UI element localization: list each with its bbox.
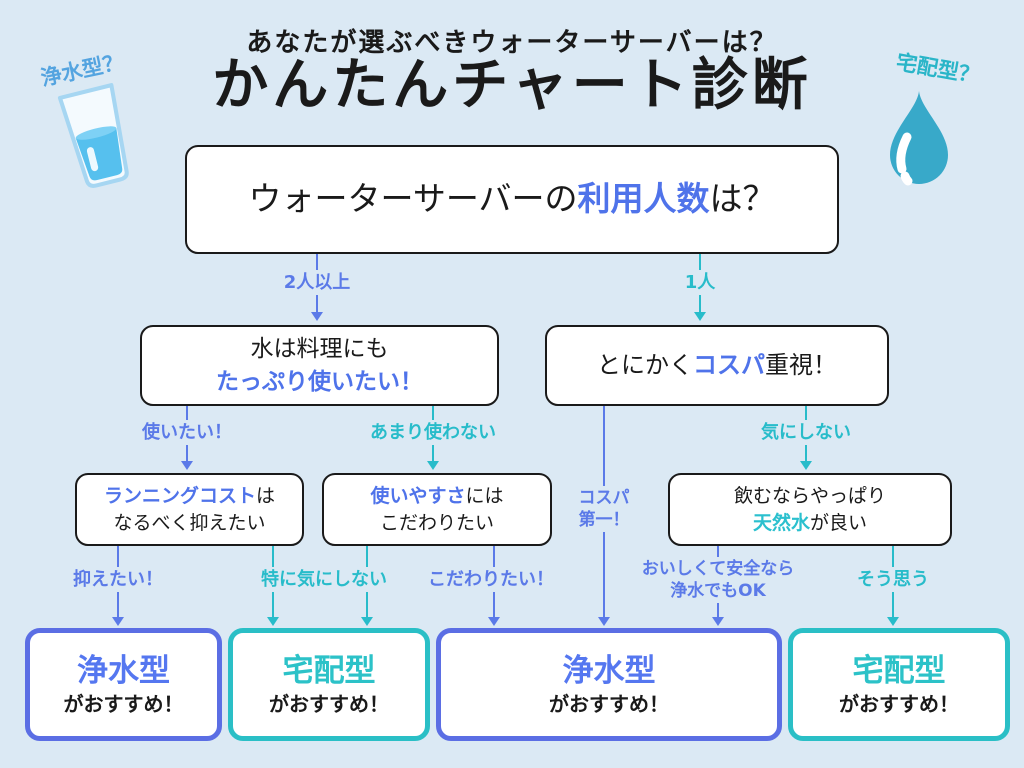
branch-label-dont-care: 気にしない	[755, 420, 857, 446]
branch-label-no-particular: 特に気にしない	[255, 567, 393, 593]
branch-label-safe-ok-line1: おいしくて安全なら	[641, 559, 795, 579]
cooking-line2: たっぷり使いたい！	[216, 368, 423, 395]
branch-label-cospa-first-line2: 第一！	[578, 510, 630, 531]
arrowhead-icon	[598, 617, 610, 626]
result-type: 浄水型	[562, 653, 656, 690]
result-suffix: がおすすめ！	[549, 691, 669, 716]
cospa-text: とにかくコスパ重視！	[597, 349, 837, 383]
question-box-running-cost: ランニングコストは なるべく抑えたい	[75, 473, 304, 546]
question-text-post: は？	[709, 179, 776, 219]
delivery-decor-label: 宅配型？	[894, 49, 982, 89]
natural-water-line1: 飲むならやっぱり	[733, 484, 886, 507]
usability-line1: 使いやすさには	[370, 483, 503, 510]
natural-water-em: 天然水	[752, 511, 810, 534]
running-cost-post: は	[256, 484, 276, 507]
branch-label-keep-low: 抑えたい！	[67, 567, 169, 593]
arrowhead-icon	[427, 461, 439, 470]
result-suffix: がおすすめ！	[839, 691, 959, 716]
question-box-user-count: ウォーターサーバーの利用人数は？	[185, 145, 839, 254]
question-box-cospa: とにかくコスパ重視！	[545, 325, 889, 406]
result-box-purification-1: 浄水型 がおすすめ！	[25, 628, 222, 741]
cospa-post: 重視！	[765, 350, 837, 379]
question-box-cooking: 水は料理にも たっぷり使いたい！	[140, 325, 499, 406]
arrowhead-icon	[112, 617, 124, 626]
cospa-em: コスパ	[693, 350, 765, 379]
question-text: ウォーターサーバーの利用人数は？	[248, 176, 775, 222]
question-text-em: 利用人数	[577, 179, 710, 219]
running-cost-em: ランニングコスト	[103, 484, 256, 507]
result-box-purification-2: 浄水型 がおすすめ！	[436, 628, 782, 741]
cooking-line1: 水は料理にも	[250, 336, 389, 363]
branch-label-not-much: あまり使わない	[364, 420, 502, 446]
running-cost-line1: ランニングコストは	[104, 483, 275, 510]
arrowhead-icon	[488, 617, 500, 626]
arrowhead-icon	[887, 617, 899, 626]
branch-label-two-plus: 2人以上	[277, 270, 357, 296]
usability-post: には	[465, 484, 504, 507]
arrowhead-icon	[267, 617, 279, 626]
result-type: 浄水型	[77, 653, 170, 690]
usability-line2: こだわりたい	[379, 511, 494, 534]
question-box-usability: 使いやすさには こだわりたい	[322, 473, 552, 546]
question-box-natural-water: 飲むならやっぱり 天然水が良い	[668, 473, 952, 546]
natural-water-line2: 天然水が良い	[753, 510, 867, 537]
page-subtitle: あなたが選ぶべきウォーターサーバーは？	[246, 28, 778, 58]
arrowhead-icon	[181, 461, 193, 470]
branch-label-agree: そう思う	[851, 567, 935, 593]
water-drop-icon	[890, 91, 948, 186]
result-suffix: がおすすめ！	[269, 691, 389, 716]
arrowhead-icon	[361, 617, 373, 626]
purification-decor: 浄水型？	[39, 48, 190, 198]
question-text-pre: ウォーターサーバーの	[248, 179, 578, 219]
running-cost-line2: なるべく抑えたい	[113, 511, 266, 534]
water-glass-icon	[57, 83, 129, 188]
arrowhead-icon	[311, 312, 323, 321]
usability-em: 使いやすさ	[370, 484, 466, 507]
page-title: かんたんチャート診断	[212, 53, 812, 118]
delivery-decor: 宅配型？	[880, 45, 1020, 195]
branch-label-want-care: こだわりたい！	[422, 567, 560, 593]
result-box-delivery-2: 宅配型 がおすすめ！	[788, 628, 1010, 741]
branch-label-want-use: 使いたい！	[136, 420, 238, 446]
arrowhead-icon	[712, 617, 724, 626]
arrowhead-icon	[800, 461, 812, 470]
result-box-delivery-1: 宅配型 がおすすめ！	[228, 628, 430, 741]
arrowhead-icon	[694, 312, 706, 321]
branch-label-safe-ok-line2: 浄水でもOK	[670, 581, 766, 602]
branch-label-one: 1人	[678, 270, 722, 296]
cospa-pre: とにかく	[597, 350, 693, 379]
branch-label-cospa-first: コスパ 第一！	[572, 486, 636, 533]
branch-label-cospa-first-line1: コスパ	[578, 488, 630, 508]
result-type: 宅配型	[282, 653, 376, 690]
branch-label-safe-ok: おいしくて安全なら 浄水でもOK	[635, 557, 801, 604]
natural-water-post: が良い	[810, 511, 868, 534]
result-type: 宅配型	[852, 653, 946, 690]
result-suffix: がおすすめ！	[63, 691, 184, 716]
